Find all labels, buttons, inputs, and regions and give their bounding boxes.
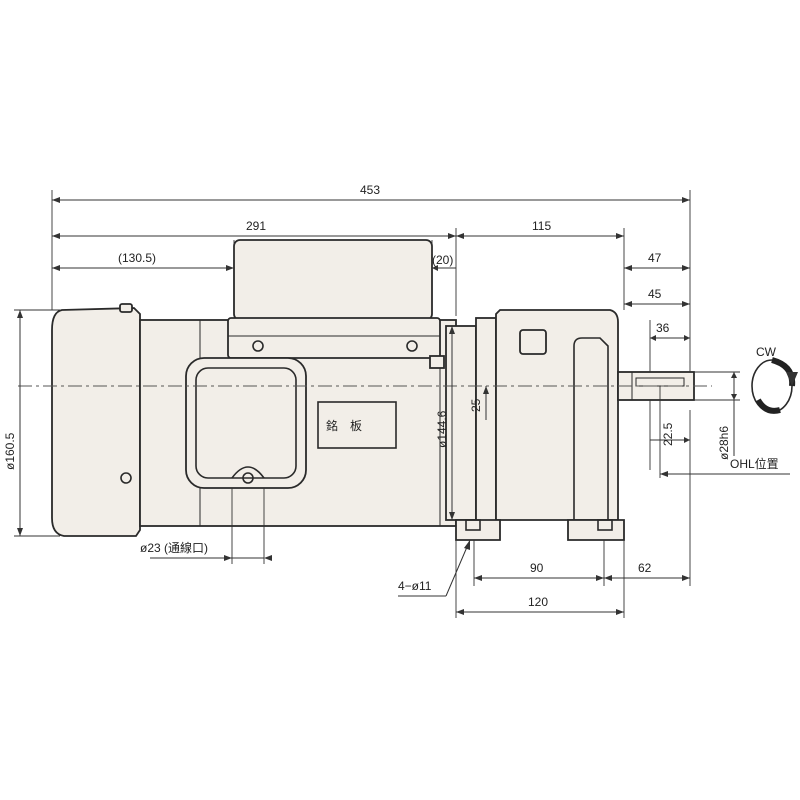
svg-text:45: 45 xyxy=(648,287,662,301)
dimension-62: 62 xyxy=(604,561,690,581)
svg-text:453: 453 xyxy=(360,183,380,197)
dimension-36: 36 xyxy=(650,321,690,341)
dimension-45: 45 xyxy=(624,287,690,307)
dimension-291: 291 xyxy=(52,219,456,239)
gear-flange xyxy=(475,317,497,529)
svg-text:(130.5): (130.5) xyxy=(118,251,156,265)
svg-text:120: 120 xyxy=(528,595,548,609)
dimension-20: (20) xyxy=(432,253,456,271)
svg-text:115: 115 xyxy=(532,219,551,233)
fan-cover-tab xyxy=(119,303,133,313)
nameplate-label: 銘 板 xyxy=(326,418,362,433)
svg-text:62: 62 xyxy=(638,561,652,575)
svg-text:ø160.5: ø160.5 xyxy=(3,432,17,470)
dimension-90: 90 xyxy=(474,561,604,581)
cw-rotation-symbol: CW xyxy=(751,345,798,414)
svg-text:90: 90 xyxy=(530,561,544,575)
svg-text:36: 36 xyxy=(656,321,670,335)
terminal-box xyxy=(227,239,445,369)
svg-text:CW: CW xyxy=(756,345,777,359)
svg-text:ø28h6: ø28h6 xyxy=(717,426,731,460)
dimension-25: 25 xyxy=(469,386,489,420)
svg-text:25: 25 xyxy=(469,398,483,412)
fan-cover xyxy=(51,307,141,537)
svg-text:ø23 (通線口): ø23 (通線口) xyxy=(140,540,208,555)
dimension-dia-160-5: ø160.5 xyxy=(3,309,60,537)
dimension-453: 453 xyxy=(52,183,690,203)
mount-holes-callout: 4−ø11 xyxy=(398,539,471,597)
fan-cover-screw xyxy=(120,472,132,484)
nameplate-outline xyxy=(317,401,397,449)
gearbox-housing xyxy=(495,309,619,521)
gearbox-foot-right xyxy=(567,519,625,541)
svg-text:(20): (20) xyxy=(432,253,453,267)
svg-text:4−ø11: 4−ø11 xyxy=(398,579,432,593)
svg-text:ø144.6: ø144.6 xyxy=(435,410,449,448)
ohl-position-callout: OHL位置 xyxy=(659,386,790,478)
gearbox-plug xyxy=(519,329,547,355)
conduit-box xyxy=(185,357,307,489)
end-bracket xyxy=(445,325,477,521)
dimension-47: 47 xyxy=(624,251,690,271)
dimension-115: 115 xyxy=(456,219,624,239)
svg-text:22.5: 22.5 xyxy=(661,422,675,446)
dimension-conduit-23: ø23 (通線口) xyxy=(140,540,272,561)
svg-text:291: 291 xyxy=(246,219,266,233)
dimension-dia-144-6: ø144.6 xyxy=(435,326,455,520)
svg-text:47: 47 xyxy=(648,251,662,265)
dimension-130-5: (130.5) xyxy=(52,251,234,271)
dimension-dia-28h6: ø28h6 xyxy=(694,371,740,460)
gearbox-lobe xyxy=(573,337,609,520)
dimension-120: 120 xyxy=(456,595,624,615)
svg-text:OHL位置: OHL位置 xyxy=(730,456,779,471)
dimension-22-5: 22.5 xyxy=(649,400,690,470)
